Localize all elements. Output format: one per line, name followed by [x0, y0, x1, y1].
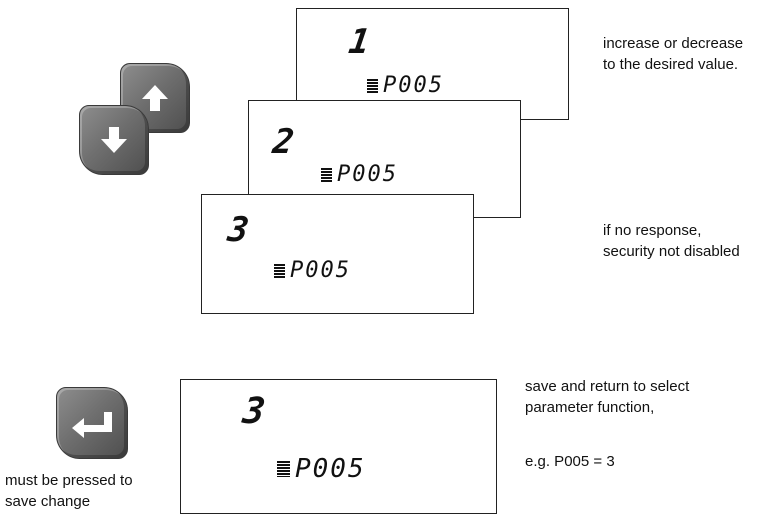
display-value: 3: [240, 391, 270, 432]
save-note: save and return to select parameter func…: [525, 376, 689, 418]
lcd-display-3: 3 P005: [201, 194, 474, 314]
security-note-line-1: if no response,: [603, 222, 702, 239]
security-note: if no response, security not disabled: [603, 220, 740, 262]
bar-indicator-icon: [367, 79, 378, 93]
down-arrow-icon: [101, 127, 127, 153]
bar-indicator-icon: [274, 264, 285, 278]
display-param-row: P005: [321, 164, 398, 186]
adjust-note-line-2: to the desired value.: [603, 56, 739, 73]
display-value: 3: [225, 210, 254, 250]
display-param-row: P005: [367, 75, 444, 97]
parameter-number: P005: [295, 454, 366, 484]
display-value: 1: [346, 22, 375, 62]
lcd-display-saved: 3 P005: [180, 379, 497, 514]
enter-key-note-line-1: must be pressed to: [5, 472, 133, 489]
parameter-number: P005: [337, 162, 398, 187]
bar-indicator-icon: [277, 461, 290, 477]
display-value: 2: [270, 122, 299, 162]
up-arrow-icon: [142, 85, 168, 111]
enter-key-note: must be pressed to save change: [5, 470, 133, 512]
bar-indicator-icon: [321, 168, 332, 182]
enter-icon: [72, 412, 112, 438]
save-note-line-2: parameter function,: [525, 399, 655, 416]
save-note-line-1: save and return to select: [525, 378, 690, 395]
parameter-number: P005: [290, 258, 351, 283]
security-note-line-2: security not disabled: [603, 243, 740, 260]
adjust-note-line-1: increase or decrease: [603, 35, 744, 52]
example-note: e.g. P005 = 3: [525, 453, 615, 470]
display-param-row: P005: [274, 260, 351, 282]
down-arrow-button[interactable]: [79, 105, 149, 175]
adjust-note: increase or decrease to the desired valu…: [603, 33, 743, 75]
display-param-row: P005: [277, 456, 366, 482]
enter-button[interactable]: [56, 387, 128, 459]
enter-key-note-line-2: save change: [5, 493, 91, 510]
parameter-number: P005: [383, 73, 444, 98]
